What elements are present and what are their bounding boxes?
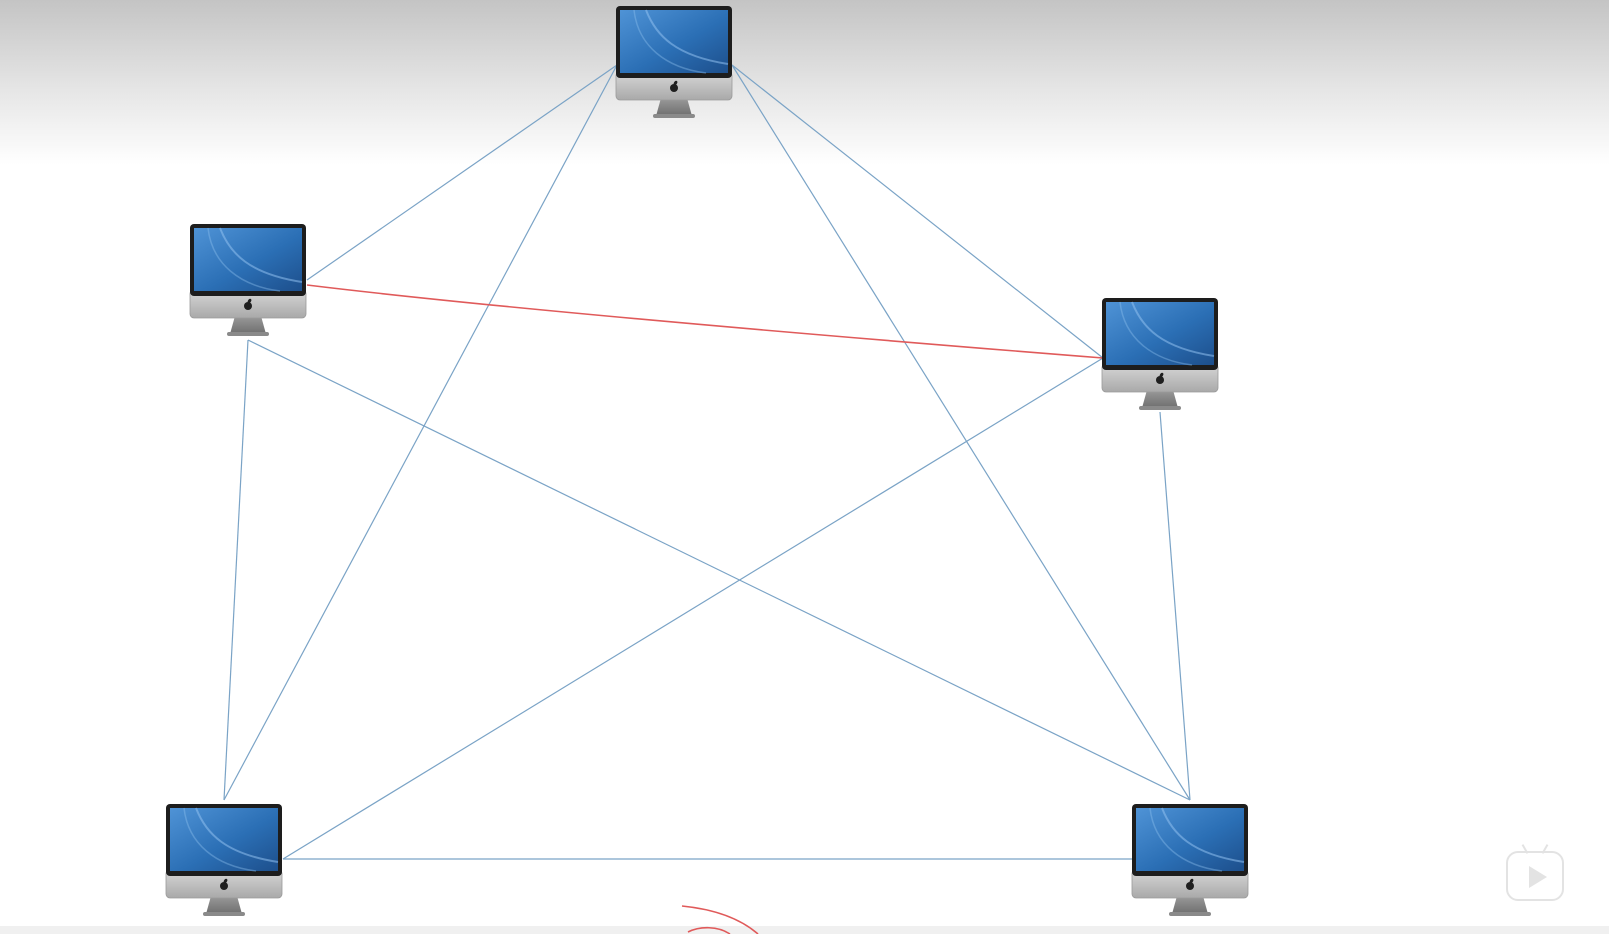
edge-right-bottom-left <box>282 357 1104 860</box>
edge-right-bottom-right <box>1159 411 1191 801</box>
play-triangle-icon <box>1529 866 1547 888</box>
screen-swoosh <box>219 227 303 283</box>
apple-logo-icon <box>244 302 252 310</box>
bottom-strip <box>0 926 1609 934</box>
monitor-stand <box>1142 390 1178 408</box>
apple-logo-leaf <box>223 878 228 884</box>
apple-logo-icon <box>1156 376 1164 384</box>
node-right-imac-monitor-icon <box>1101 298 1219 410</box>
screen-swoosh-2 <box>1149 807 1223 872</box>
edge-top-bottom-right <box>731 64 1191 801</box>
screen-swoosh <box>195 807 279 863</box>
monitor-stand <box>656 98 692 116</box>
apple-logo-icon <box>670 84 678 92</box>
bilibili-play-icon[interactable] <box>1506 844 1564 901</box>
node-upper-left-imac-monitor-icon <box>189 224 307 336</box>
monitor-base <box>1139 406 1181 410</box>
edge-top-upper-left <box>306 64 618 281</box>
monitor-screen <box>170 808 278 871</box>
node-top-imac-monitor-icon <box>615 6 733 118</box>
node-bottom-left-imac-monitor-icon <box>165 804 283 916</box>
monitor-screen <box>1106 302 1214 365</box>
monitor-base <box>227 332 269 336</box>
edges-layer <box>223 64 1191 860</box>
apple-logo-leaf <box>1189 878 1194 884</box>
monitor-screen <box>1136 808 1244 871</box>
monitor-stand <box>1172 896 1208 914</box>
monitor-base <box>653 114 695 118</box>
apple-logo-icon <box>1186 882 1194 890</box>
monitor-base <box>1169 912 1211 916</box>
edge-upper-left-bottom-left <box>223 339 249 801</box>
edge-upper-left-bottom-right <box>247 339 1191 801</box>
apple-logo-leaf <box>1159 372 1164 378</box>
screen-swoosh-2 <box>207 227 281 292</box>
nodes-layer <box>165 6 1249 916</box>
node-bottom-right-imac-monitor-icon <box>1131 804 1249 916</box>
screen-swoosh <box>1161 807 1245 863</box>
monitor-screen <box>194 228 302 291</box>
screen-swoosh <box>1131 301 1215 357</box>
edge-top-right <box>731 64 1104 359</box>
monitor-stand <box>206 896 242 914</box>
screen-swoosh-2 <box>633 9 707 74</box>
apple-logo-leaf <box>247 298 252 304</box>
monitor-stand <box>230 316 266 334</box>
screen-swoosh-2 <box>1119 301 1193 366</box>
red-scribble-mark <box>681 905 759 934</box>
apple-logo-leaf <box>673 80 678 86</box>
edge-top-bottom-left <box>223 64 618 801</box>
monitor-screen <box>620 10 728 73</box>
screen-swoosh <box>645 9 729 65</box>
monitor-base <box>203 912 245 916</box>
highlighted-edge-upper-left-right <box>306 284 1104 359</box>
top-gradient-band <box>0 0 1609 165</box>
apple-logo-icon <box>220 882 228 890</box>
screen-swoosh-2 <box>183 807 257 872</box>
